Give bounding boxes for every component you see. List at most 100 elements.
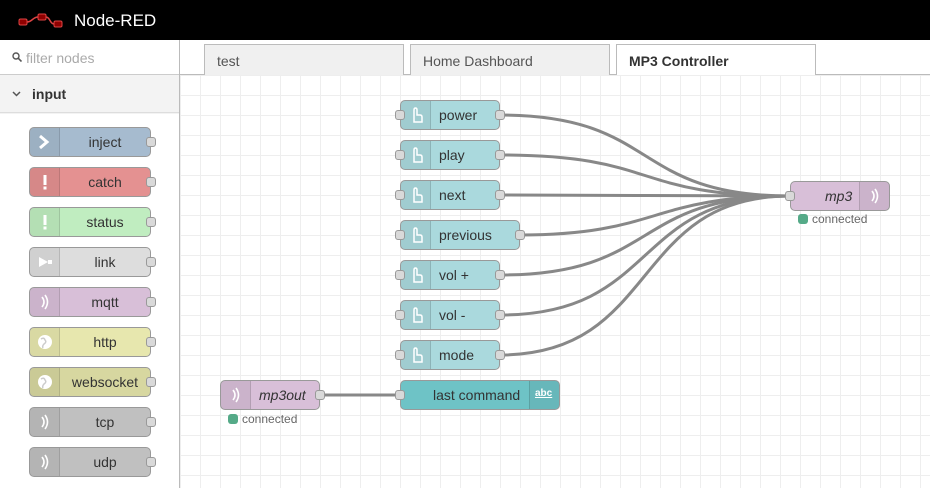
flow-node-mqtt-out[interactable]: mp3 [785,181,890,211]
globe-icon [30,368,60,396]
palette-node-catch[interactable]: catch [29,167,156,197]
input-port[interactable] [395,150,405,160]
palette-node-inject[interactable]: inject [29,127,156,157]
node-palette: input inject catch status link mqtt [0,40,180,488]
flow-node-mqtt-in[interactable]: mp3out [220,380,325,410]
link-arrow-icon [30,248,60,276]
hand-pointer-icon [401,301,431,329]
flow-node-button-vol-up[interactable]: vol + [395,260,505,290]
flow-workspace[interactable]: power play next previous vol + vol - mod… [180,75,930,488]
wire-power [499,113,791,198]
bridge-icon [30,448,60,476]
flow-node-label: vol - [439,307,466,323]
palette-node-udp[interactable]: udp [29,447,156,477]
palette-node-label: catch [88,174,122,190]
palette-filter [0,40,179,75]
output-port[interactable] [495,190,505,200]
output-port[interactable] [146,417,156,427]
output-port[interactable] [146,457,156,467]
input-port[interactable] [395,390,405,400]
hand-pointer-icon [401,101,431,129]
bridge-icon [221,381,251,409]
palette-node-http[interactable]: http [29,327,156,357]
bridge-icon [30,288,60,316]
palette-node-label: tcp [95,414,115,430]
output-port[interactable] [495,150,505,160]
flow-node-text-last-command[interactable]: last command abc [395,380,560,410]
palette-node-label: status [86,214,124,230]
hand-pointer-icon [401,181,431,209]
output-port[interactable] [495,110,505,120]
output-port[interactable] [146,177,156,187]
node-red-logo-icon [18,13,63,28]
palette-node-status[interactable]: status [29,207,156,237]
input-port[interactable] [395,190,405,200]
flow-node-label: last command [433,387,521,403]
text-abc-icon: abc [529,381,559,409]
flow-node-button-mode[interactable]: mode [395,340,505,370]
status-dot-icon [798,214,808,224]
hand-pointer-icon [401,141,431,169]
filter-nodes-input[interactable] [26,48,171,68]
input-port[interactable] [395,270,405,280]
app-title: Node-RED [74,11,157,30]
output-port[interactable] [146,337,156,347]
wire-next [499,193,791,198]
palette-category-body: inject catch status link mqtt http [0,114,179,488]
flow-node-label: mp3out [259,387,306,403]
tab-home-dashboard[interactable]: Home Dashboard [410,44,610,75]
palette-node-label: udp [93,454,117,470]
flow-node-button-power[interactable]: power [395,100,505,130]
output-port[interactable] [146,377,156,387]
flow-node-label: mode [439,347,475,363]
output-port[interactable] [315,390,325,400]
bridge-icon [30,408,60,436]
flow-node-label: power [439,107,478,123]
input-port[interactable] [395,350,405,360]
chevron-down-icon [12,91,21,97]
palette-node-label: link [94,254,116,270]
flow-node-button-vol-down[interactable]: vol - [395,300,505,330]
status-text: connected [242,412,298,426]
header-bar: Node-RED [0,0,930,40]
output-port[interactable] [495,310,505,320]
wire-play [499,153,791,198]
output-port[interactable] [495,350,505,360]
workspace-tabs: test Home Dashboard MP3 Controller [180,40,930,76]
palette-node-label: inject [88,134,122,150]
flow-node-button-play[interactable]: play [395,140,505,170]
output-port[interactable] [495,270,505,280]
status-text: connected [812,212,868,226]
palette-node-tcp[interactable]: tcp [29,407,156,437]
output-port[interactable] [146,297,156,307]
bridge-icon [859,182,889,210]
wire-mode [499,194,791,357]
search-icon [12,52,22,62]
input-port[interactable] [395,310,405,320]
tab-test[interactable]: test [204,44,404,75]
flow-node-label: previous [439,227,492,243]
input-port[interactable] [395,230,405,240]
wire-vol-up [499,194,791,277]
palette-category-input[interactable]: input [0,75,179,113]
hand-pointer-icon [401,341,431,369]
flow-node-label: vol + [439,267,469,283]
palette-node-websocket[interactable]: websocket [29,367,156,397]
output-port[interactable] [146,137,156,147]
exclamation-icon [30,208,60,236]
arrow-right-icon [30,128,60,156]
flow-node-button-next[interactable]: next [395,180,505,210]
input-port[interactable] [785,191,795,201]
output-port[interactable] [146,217,156,227]
flow-node-label: mp3 [825,188,853,204]
flow-node-button-previous[interactable]: previous [395,220,525,250]
palette-node-link[interactable]: link [29,247,156,277]
input-port[interactable] [395,110,405,120]
output-port[interactable] [146,257,156,267]
flow-wires [320,113,791,397]
hand-pointer-icon [401,221,431,249]
output-port[interactable] [515,230,525,240]
tab-mp3-controller[interactable]: MP3 Controller [616,44,816,76]
text-abc-icon-label: abc [535,388,553,399]
palette-node-mqtt[interactable]: mqtt [29,287,156,317]
